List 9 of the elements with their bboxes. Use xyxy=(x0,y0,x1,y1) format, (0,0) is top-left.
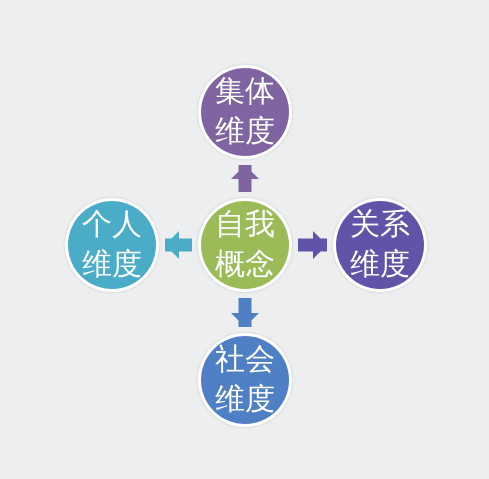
block-arrow xyxy=(231,165,259,192)
node-label: 个人维度 xyxy=(81,206,143,284)
block-arrow xyxy=(231,298,259,327)
block-arrow xyxy=(298,231,327,259)
node-label: 集体维度 xyxy=(214,73,276,151)
node-label: 社会维度 xyxy=(214,341,276,419)
node-label: 自我概念 xyxy=(214,206,276,284)
block-arrow xyxy=(165,231,192,259)
node-label: 关系维度 xyxy=(349,206,411,284)
